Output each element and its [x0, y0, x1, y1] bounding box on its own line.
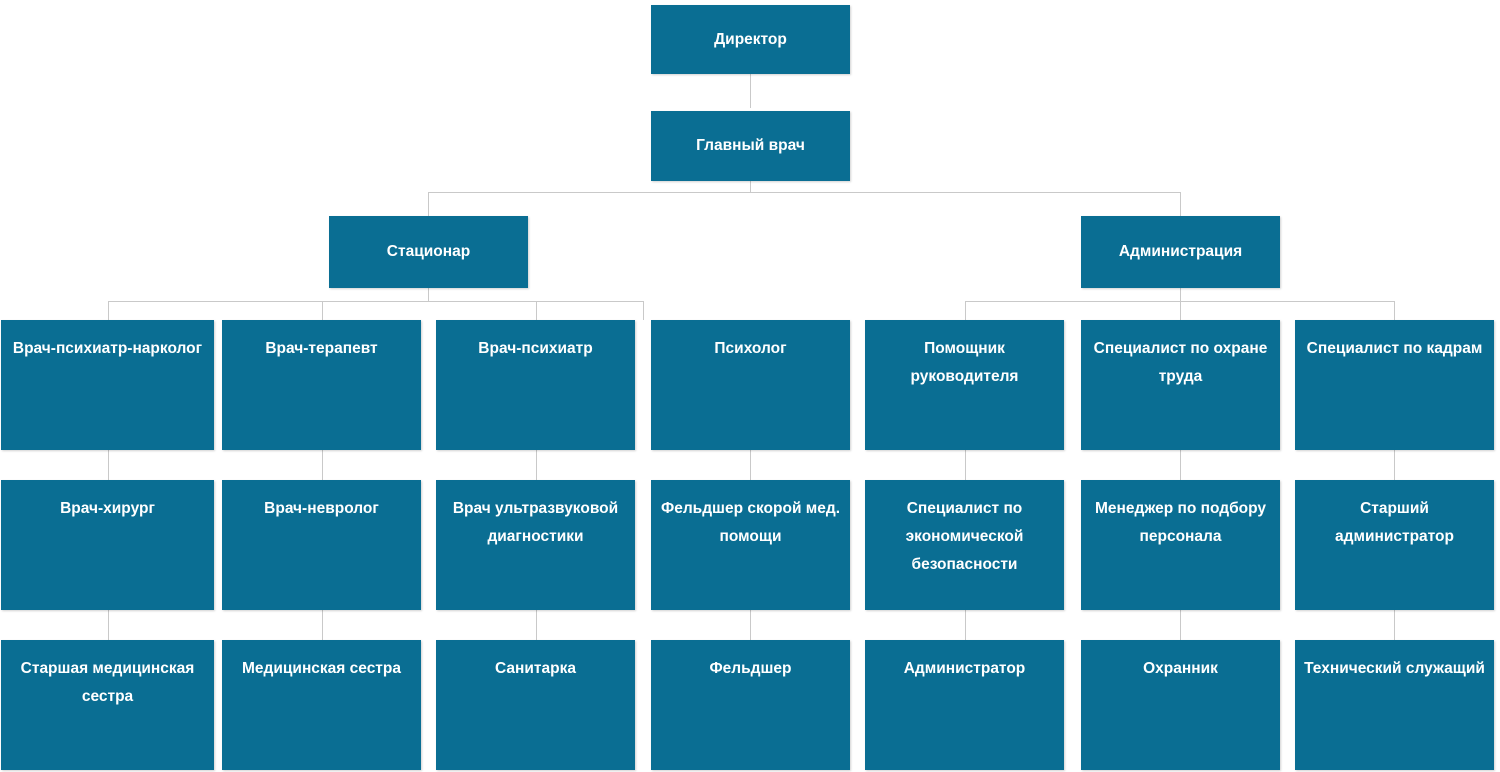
node-director[interactable]: Директор [651, 5, 850, 74]
node-r2c2[interactable]: Врач-невролог [222, 480, 421, 610]
node-r1c5-label: Помощник руководителя [910, 340, 1019, 385]
node-r3c3[interactable]: Санитарка [436, 640, 635, 770]
connector-drop-r1c1 [108, 301, 109, 320]
connector-drop-r1c2 [322, 301, 323, 320]
node-r3c1[interactable]: Старшая медицинская сестра [1, 640, 214, 770]
connector-r1c6-r2c6 [1180, 450, 1181, 480]
node-r3c4-label: Фельдшер [709, 660, 792, 677]
node-director-label: Директор [714, 30, 787, 48]
connector-drop-inpatient [428, 192, 429, 216]
node-r2c1[interactable]: Врач-хирург [1, 480, 214, 610]
node-r1c4-label: Психолог [714, 340, 787, 357]
node-chief-doctor[interactable]: Главный врач [651, 111, 850, 181]
connector-r1c5-r2c5 [965, 450, 966, 480]
node-r1c3-label: Врач-психиатр [478, 340, 593, 357]
node-r3c4[interactable]: Фельдшер [651, 640, 850, 770]
connector-r2c6-r3c6 [1180, 610, 1181, 640]
node-r3c6-label: Охранник [1143, 660, 1218, 677]
node-r2c7[interactable]: Старший администратор [1295, 480, 1494, 610]
connector-r2c2-r3c2 [322, 610, 323, 640]
node-administration-label: Администрация [1118, 243, 1243, 260]
node-r2c5-label: Специалист по экономической безопасности [905, 500, 1024, 573]
node-r1c6[interactable]: Специалист по охране труда [1081, 320, 1280, 450]
node-r3c2[interactable]: Медицинская сестра [222, 640, 421, 770]
node-r1c5[interactable]: Помощник руководителя [865, 320, 1064, 450]
node-chief-doctor-label: Главный врач [696, 137, 805, 154]
connector-r1c7-r2c7 [1394, 450, 1395, 480]
connector-r2c3-r3c3 [536, 610, 537, 640]
node-r3c7[interactable]: Технический служащий [1295, 640, 1494, 770]
node-r2c7-label: Старший администратор [1335, 500, 1454, 545]
connector-drop-r1c7 [1394, 301, 1395, 320]
connector-r1c4-r2c4 [750, 450, 751, 480]
connector-chief-stub [750, 181, 751, 193]
node-r1c2-label: Врач-терапевт [265, 340, 378, 357]
node-r3c5[interactable]: Администратор [865, 640, 1064, 770]
connector-administration-stub [1180, 288, 1181, 301]
node-inpatient[interactable]: Стационар [329, 216, 528, 288]
node-r3c2-label: Медицинская сестра [241, 660, 401, 677]
connector-r2c7-r3c7 [1394, 610, 1395, 640]
node-inpatient-label: Стационар [386, 243, 471, 260]
node-r1c7[interactable]: Специалист по кадрам [1295, 320, 1494, 450]
node-r2c3[interactable]: Врач ультразвуковой диагностики [436, 480, 635, 610]
node-r1c3[interactable]: Врач-психиатр [436, 320, 635, 450]
node-r2c2-label: Врач-невролог [264, 500, 379, 517]
node-r3c5-label: Администратор [903, 660, 1026, 677]
connector-r2c1-r3c1 [108, 610, 109, 640]
node-r3c7-label: Технический служащий [1304, 660, 1485, 677]
connector-r1c3-r2c3 [536, 450, 537, 480]
node-r2c5[interactable]: Специалист по экономической безопасности [865, 480, 1064, 610]
node-r2c4[interactable]: Фельдшер скорой мед. помощи [651, 480, 850, 610]
node-r2c1-label: Врач-хирург [60, 500, 155, 517]
node-r2c6-label: Менеджер по подбору персонала [1094, 500, 1267, 545]
node-r3c1-label: Старшая медицинская сестра [20, 660, 195, 705]
node-r3c3-label: Санитарка [495, 660, 576, 677]
node-r2c4-label: Фельдшер скорой мед. помощи [660, 500, 841, 545]
node-r1c1-label: Врач-психиатр-нарколог [12, 340, 203, 357]
connector-director-chief [750, 74, 751, 108]
connector-drop-r1c5 [965, 301, 966, 320]
connector-r2c4-r3c4 [750, 610, 751, 640]
connector-r1c2-r2c2 [322, 450, 323, 480]
node-r3c6[interactable]: Охранник [1081, 640, 1280, 770]
node-r2c3-label: Врач ультразвуковой диагностики [452, 500, 619, 545]
connector-bar-level2 [428, 192, 1180, 193]
node-r1c4[interactable]: Психолог [651, 320, 850, 450]
connector-inpatient-stub [428, 288, 429, 301]
connector-r1c1-r2c1 [108, 450, 109, 480]
node-r1c2[interactable]: Врач-терапевт [222, 320, 421, 450]
connector-bar-inpatient-children [108, 301, 643, 302]
connector-drop-r1c4 [643, 301, 644, 320]
node-administration[interactable]: Администрация [1081, 216, 1280, 288]
node-r2c6[interactable]: Менеджер по подбору персонала [1081, 480, 1280, 610]
node-r1c6-label: Специалист по охране труда [1093, 340, 1268, 385]
connector-r2c5-r3c5 [965, 610, 966, 640]
node-r1c1[interactable]: Врач-психиатр-нарколог [1, 320, 214, 450]
node-r1c7-label: Специалист по кадрам [1306, 340, 1483, 357]
connector-drop-r1c6 [1180, 301, 1181, 320]
connector-drop-administration [1180, 192, 1181, 216]
connector-drop-r1c3 [536, 301, 537, 320]
